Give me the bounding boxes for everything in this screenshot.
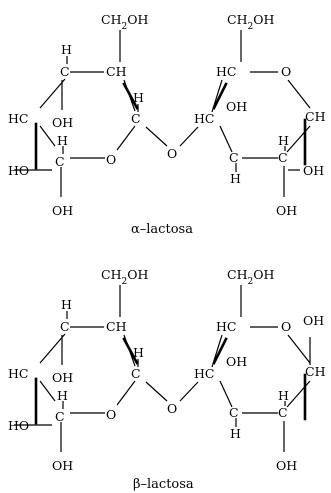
- h-right-lower-label: H: [230, 426, 241, 441]
- o-ring-left-label: O: [106, 152, 116, 167]
- c-right-lower2-label: C: [278, 405, 288, 420]
- c-lower-left-label: C: [55, 154, 65, 169]
- h-right-lower2-label: H: [278, 133, 289, 148]
- hc-top-right-label: HC: [216, 319, 236, 334]
- c-right-lower2-label: C: [278, 150, 288, 165]
- alpha-lactose-structure: CH2OH CH2OH H C CH H C HC OH H C O HO OH…: [8, 12, 326, 237]
- alpha-atom-labels: CH2OH CH2OH H C CH H C HC OH H C O HO OH…: [8, 12, 326, 218]
- h-mid-left-label: H: [133, 90, 144, 105]
- oh-left-ring-label: OH: [52, 370, 73, 385]
- hc-right-label: HC: [194, 366, 214, 381]
- ch-right-label: CH: [305, 364, 326, 379]
- hc-left-label: HC: [8, 111, 28, 126]
- beta-lactose-structure: CH2OH CH2OH H C CH H C HC OH H C O HO OH…: [8, 267, 326, 492]
- hc-top-right-label: HC: [216, 64, 236, 79]
- ch-right-label: CH: [305, 109, 326, 124]
- beta-atom-labels: CH2OH CH2OH H C CH H C HC OH H C O HO OH…: [8, 267, 326, 473]
- ch2oh-left-label: CH2OH: [101, 267, 148, 287]
- oh-left-ring-label: OH: [52, 115, 73, 130]
- alpha-lactose-caption: α–lactosa: [131, 222, 193, 237]
- ch2oh-left-label: CH2OH: [101, 12, 148, 32]
- o-ring-right-label: O: [281, 64, 291, 79]
- c-right-lower-label: C: [229, 150, 239, 165]
- ch2oh-right-label: CH2OH: [227, 267, 274, 287]
- o-bridge-label: O: [167, 401, 177, 416]
- oh-bottom-right-label: OH: [276, 203, 297, 218]
- h-right-lower2-label: H: [278, 388, 289, 403]
- c-right-lower-label: C: [229, 405, 239, 420]
- o-ring-left-label: O: [106, 407, 116, 422]
- oh-anomeric-right-label: OH: [303, 313, 324, 328]
- ch2oh-right-label: CH2OH: [227, 12, 274, 32]
- oh-right-side-label: OH: [303, 163, 324, 178]
- alpha-bonds: [14, 30, 311, 197]
- ho-left-label: HO: [8, 163, 29, 178]
- oh-bottom-left-label: OH: [52, 203, 73, 218]
- oh-right-upper-label: OH: [226, 354, 247, 369]
- h-lower-left-label: H: [57, 133, 68, 148]
- c-top-left-label: C: [60, 64, 70, 79]
- h-top-left-label: H: [61, 42, 72, 57]
- oh-right-upper-label: OH: [226, 99, 247, 114]
- ho-left-label: HO: [8, 418, 29, 433]
- ch-top-label: CH: [106, 64, 127, 79]
- c-top-left-label: C: [60, 319, 70, 334]
- oh-bottom-right-label: OH: [276, 458, 297, 473]
- h-top-left-label: H: [61, 297, 72, 312]
- c-anomeric-left-label: C: [131, 366, 141, 381]
- h-lower-left-label: H: [57, 388, 68, 403]
- oh-bottom-left-label: OH: [52, 458, 73, 473]
- beta-bonds: [14, 285, 311, 452]
- beta-lactose-caption: β–lactosa: [133, 477, 194, 492]
- o-bridge-label: O: [167, 146, 177, 161]
- ch-top-label: CH: [106, 319, 127, 334]
- h-mid-left-label: H: [133, 345, 144, 360]
- hc-left-label: HC: [8, 366, 28, 381]
- o-ring-right-label: O: [281, 319, 291, 334]
- h-right-lower-label: H: [230, 171, 241, 186]
- c-anomeric-left-label: C: [131, 111, 141, 126]
- hc-right-label: HC: [194, 111, 214, 126]
- c-lower-left-label: C: [55, 409, 65, 424]
